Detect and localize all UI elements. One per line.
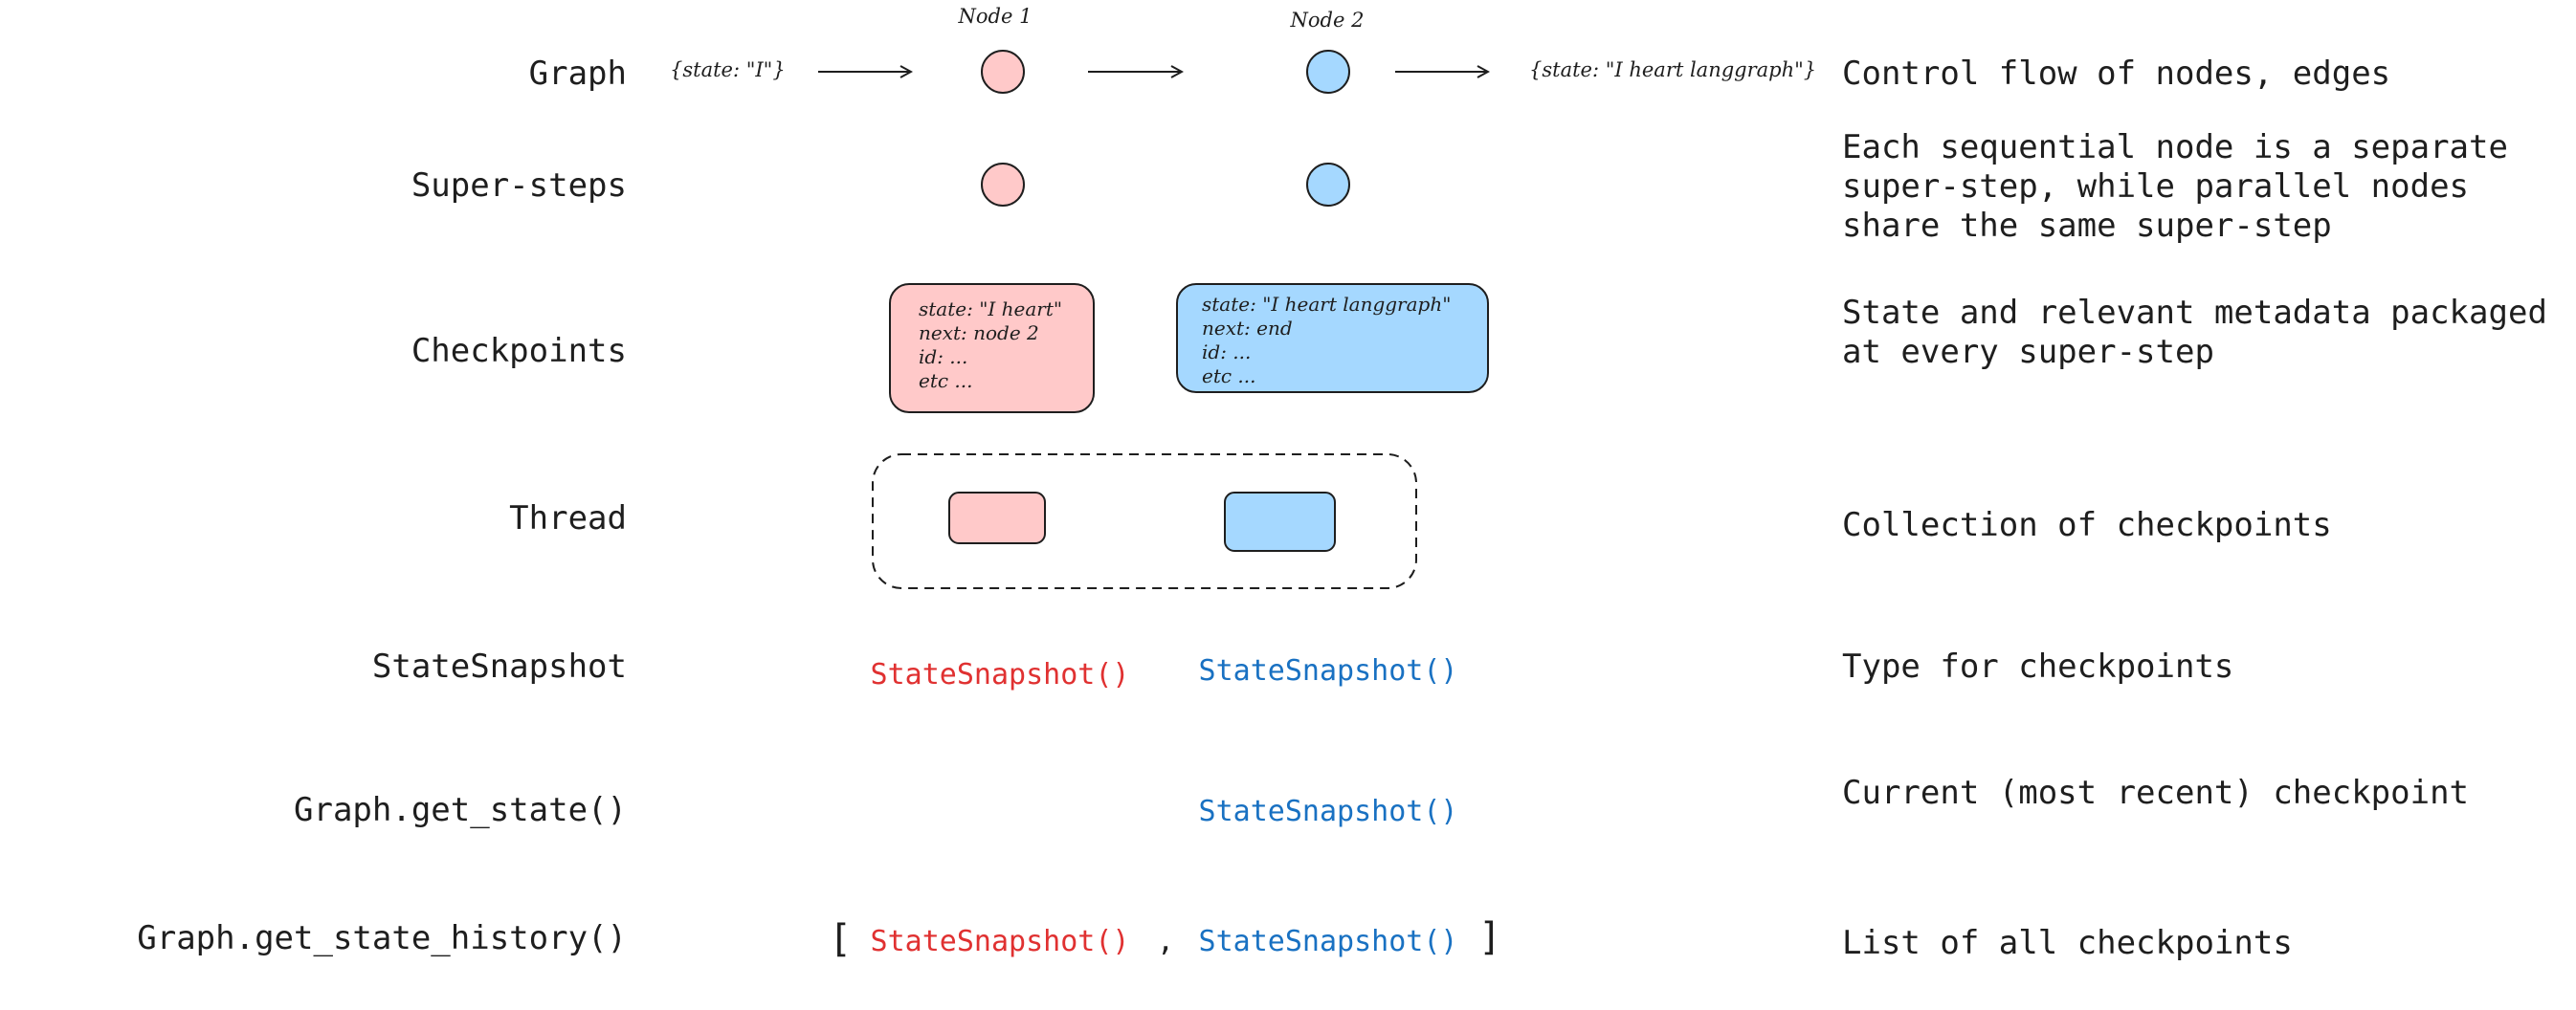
row-label-statesnapshot: StateSnapshot xyxy=(372,648,627,686)
history-statesnapshot-node1: StateSnapshot() xyxy=(871,925,1130,958)
checkpoint2-line: state: "I heart langgraph" xyxy=(1202,293,1451,316)
node2-label: Node 2 xyxy=(1290,9,1365,32)
row-label-supersteps: Super-steps xyxy=(411,166,627,205)
statesnapshot-row: StateSnapshot() StateSnapshot() xyxy=(871,654,1458,692)
desc-checkpoints-line: at every super-step xyxy=(1842,333,2214,371)
open-bracket: [ xyxy=(829,917,852,961)
checkpoints-row: state: "I heart" next: node 2 id: ... et… xyxy=(889,283,1489,413)
row-label-get-state: Graph.get_state() xyxy=(294,791,627,829)
desc-thread: Collection of checkpoints xyxy=(1842,506,2332,544)
thread-checkpoint1 xyxy=(948,492,1046,544)
thread-row xyxy=(872,453,1417,589)
get-state-row: StateSnapshot() xyxy=(1199,795,1458,828)
checkpoint2-box xyxy=(1176,283,1489,393)
output-state-text: {state: "I heart langgraph"} xyxy=(1529,58,1816,81)
node1-circle xyxy=(981,50,1025,94)
row-label-graph: Graph xyxy=(529,55,627,93)
desc-graph: Control flow of nodes, edges xyxy=(1842,55,2390,93)
checkpoint1-line: id: ... xyxy=(919,345,967,368)
desc-get-state: Current (most recent) checkpoint xyxy=(1842,774,2469,812)
desc-statesnapshot: Type for checkpoints xyxy=(1842,648,2233,686)
node1-label: Node 1 xyxy=(958,5,1033,28)
superstep2-circle xyxy=(1306,163,1350,207)
descriptions: Control flow of nodes, edges Each sequen… xyxy=(1842,55,2547,962)
desc-supersteps-line: share the same super-step xyxy=(1842,207,2332,245)
checkpoint1-line: etc ... xyxy=(919,369,973,392)
input-state-text: {state: "I"} xyxy=(670,58,786,81)
row-label-thread: Thread xyxy=(509,499,627,538)
get-state-result: StateSnapshot() xyxy=(1199,795,1458,828)
node2-circle xyxy=(1306,50,1350,94)
graph-row: {state: "I"} Node 1 Node 2 {state: "I he… xyxy=(670,5,1816,94)
checkpoint1-line: next: node 2 xyxy=(919,321,1039,344)
checkpoint2-line: next: end xyxy=(1202,317,1293,340)
statesnapshot-node2: StateSnapshot() xyxy=(1199,654,1458,688)
checkpoint2-line: id: ... xyxy=(1202,340,1251,363)
close-bracket: ] xyxy=(1478,915,1501,959)
get-state-history-row: [ StateSnapshot() , StateSnapshot() ] xyxy=(829,915,1501,961)
statesnapshot-node1: StateSnapshot() xyxy=(871,658,1130,692)
desc-supersteps-line: super-step, while parallel nodes xyxy=(1842,167,2469,206)
row-labels: Graph Super-steps Checkpoints Thread Sta… xyxy=(137,55,627,957)
history-statesnapshot-node2: StateSnapshot() xyxy=(1199,925,1458,958)
desc-checkpoints-line: State and relevant metadata packaged xyxy=(1842,294,2547,332)
superstep1-circle xyxy=(981,163,1025,207)
thread-container xyxy=(872,453,1417,589)
desc-get-state-history: List of all checkpoints xyxy=(1842,924,2293,962)
history-comma: , xyxy=(1157,925,1174,958)
row-label-checkpoints: Checkpoints xyxy=(411,332,627,370)
checkpoint1-line: state: "I heart" xyxy=(919,297,1062,320)
row-label-get-state-history: Graph.get_state_history() xyxy=(137,919,627,957)
thread-checkpoint2 xyxy=(1224,492,1336,552)
checkpoint2-line: etc ... xyxy=(1202,364,1256,387)
desc-supersteps-line: Each sequential node is a separate xyxy=(1842,128,2508,166)
supersteps-row xyxy=(981,163,1350,207)
checkpoint1-box xyxy=(889,283,1095,413)
